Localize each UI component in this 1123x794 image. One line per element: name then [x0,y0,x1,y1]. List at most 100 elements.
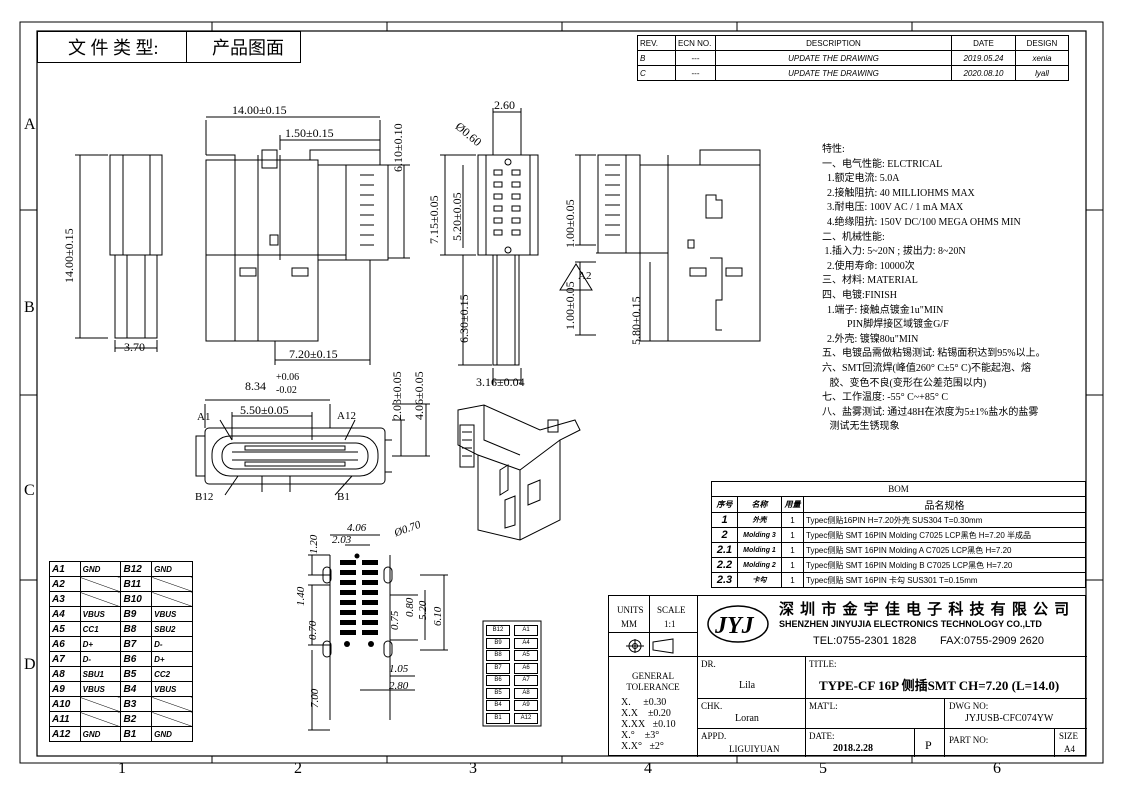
bom-cell-spec: Typec侧贴16PIN H=7.20外壳 SUS304 T=0.30mm [803,512,1086,528]
dim-7-15: 7.15±0.05 [427,195,441,244]
company-tel: TEL:0755-2301 1828 [813,635,917,647]
dim-1-00-lower: 1.00±0.05 [563,281,577,330]
company-logo: JYJ [707,605,769,643]
bom-cell-no: 2.3 [711,572,738,588]
spec-line: 六、SMT回流焊(峰值260° C±5° C)不能起泡、熔 [822,362,1032,374]
spec-notes: 特性:一、电气性能: ELCTRICAL 1.额定电流: 5.0A 2.接触阻抗… [822,143,1046,435]
dim-0-70: 0.70 [307,620,319,640]
pin-id: B5 [120,666,153,682]
pin-label-cell: B12 [486,625,510,636]
dwg-no-label: DWG NO: [949,701,989,711]
dim-4-06: 4.06±0.05 [412,371,426,420]
spec-line: 2.接触阻抗: 40 MILLIOHMS MAX [822,187,975,199]
projection-value: P [925,738,932,752]
pin-label-cell: A12 [514,712,538,724]
dim-1-05: 1.05 [389,663,409,675]
end-view [440,108,539,385]
pin-id: A9 [49,681,81,697]
drawing-title: TYPE-CF 16P 侧插SMT CH=7.20 (L=14.0) [819,678,1060,693]
spec-line: 四、电镀:FINISH [822,289,898,301]
dim-4-06-fp: 4.06 [347,522,367,534]
bom-title: BOM [711,481,1086,497]
pin-signal [151,711,193,727]
zone-col-5: 5 [819,760,827,777]
size-label: SIZE [1059,731,1078,741]
spec-line: 2.使用寿命: 10000次 [822,260,915,272]
dim-7-00: 7.00 [309,688,321,708]
spec-line: 1.额定电流: 5.0A [822,173,900,185]
dim-5-20: 5.20±0.05 [450,192,464,241]
pin-signal: SBU2 [151,621,193,637]
revision-triangle-label: A2 [578,270,592,282]
dim-2-03-fp: 2.03 [332,534,352,546]
pin-id: B4 [120,681,153,697]
bom-cell-name: Molding 2 [737,557,782,573]
dim-8-34-lower-tol: -0.02 [276,385,297,396]
pin-signal [79,591,122,607]
dwg-no-value: JYJUSB-CFC074YW [965,713,1054,724]
pin-signal: D- [151,636,193,652]
zone-row-b: B [24,299,35,316]
bom-cell-spec: Typec侧贴 SMT 16PIN Molding A C7025 LCP黑色 … [803,542,1086,558]
pin-signal [79,711,122,727]
dim-0-80: 0.80 [404,597,416,617]
dim-14-height: 14.00±0.15 [62,228,76,283]
spec-line: 胶、变色不良(变形在公差范围以内) [822,377,987,389]
doc-type-value: 产品图面 [212,38,284,58]
tolerance-label: GENERAL TOLERANCE [626,671,680,692]
date-value: 2018.2.28 [833,743,873,754]
doc-type-label: 文 件 类 型: [68,38,159,58]
revision-triangle [559,263,593,291]
pin-id: A11 [49,711,81,727]
dim-6-10: 6.10±0.10 [391,123,405,172]
pin-signal: D+ [79,636,122,652]
pin-label-cell: B6 [486,675,510,686]
part-no-label: PART NO: [949,735,989,745]
zone-col-4: 4 [644,760,652,777]
dim-14-width: 14.00±0.15 [232,103,287,117]
title-block: UNITS MM SCALE 1:1 JYJ 深 圳 市 金 宇 佳 电 子 科… [608,595,1087,757]
company-fax: FAX:0755-2909 2620 [940,635,1044,647]
spec-line: 八、盐雾测试: 通过48H在浓度为5±1%盐水的盐雾 [822,406,1039,418]
bom-cell-spec: Typec侧贴 SMT 16PIN Molding C7025 LCP黑色 H=… [803,527,1086,543]
dim-1-40: 1.40 [295,586,307,606]
design-b: xenia [1015,50,1069,66]
dim-2-80: 2.80 [389,680,409,692]
zone-col-2: 2 [294,760,302,777]
pin-signal [79,576,122,592]
dim-8-34: 8.34 [245,379,266,393]
units-label: UNITS [617,605,644,615]
pin-label-cell: A1 [514,625,538,636]
pin-id: A7 [49,651,81,667]
pin-id: B11 [120,576,153,592]
tolerance-line: X. ±0.30 [621,697,667,708]
bom-cell-name: Molding 1 [737,542,782,558]
pin-signal [151,591,193,607]
dim-0-75: 0.75 [389,610,401,630]
spec-line: PIN脚焊接区域镀金G/F [822,319,949,331]
pin-signal: GND [151,561,193,577]
bom-h-spec: 品名规格 [803,496,1086,513]
bom-cell-spec: Typec侧贴 SMT 16PIN Molding B C7025 LCP黑色 … [803,557,1086,573]
units-value: MM [621,619,638,629]
bom-cell-qty: 1 [781,527,804,543]
spec-line: 3.耐电压: 100V AC / 1 mA MAX [822,202,964,214]
bom-cell-no: 1 [711,512,738,528]
dim-3-70: 3.70 [124,340,145,354]
bom-cell-spec: Typec侧贴 SMT 16PIN 卡勾 SUS301 T=0.15mm [803,572,1086,588]
pin-signal [151,696,193,712]
pin-id: B3 [120,696,153,712]
pin-id: A6 [49,636,81,652]
spec-line: 二、机械性能: [822,231,885,243]
